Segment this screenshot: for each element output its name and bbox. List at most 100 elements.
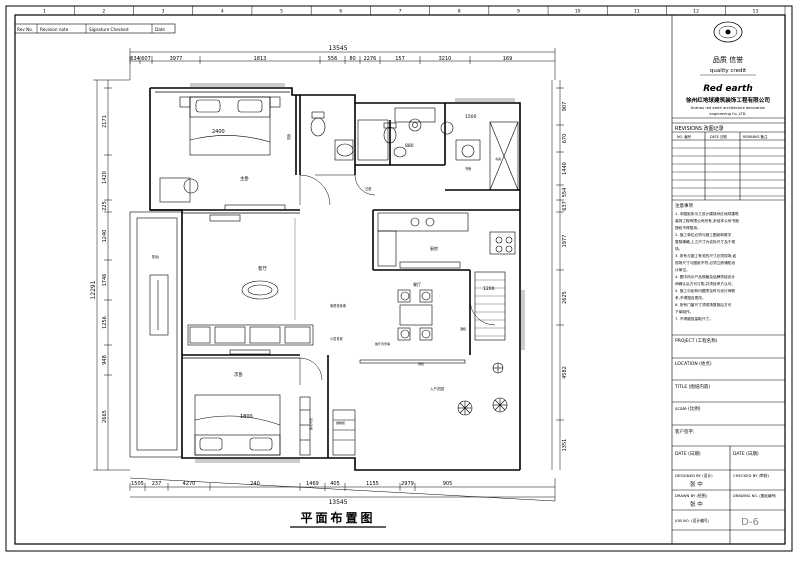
- top-dim: 556: [328, 56, 338, 62]
- drawing-title: 平面布置图: [300, 510, 375, 525]
- note-line: 复核精确,上之尺寸为实际尺寸及于现: [675, 239, 735, 244]
- room-label-dining-bg: 餐厅背景墙: [375, 341, 390, 346]
- bottom-dim: 4270: [183, 481, 196, 487]
- rev-col-0: Rev No.: [17, 27, 33, 32]
- room-label-wine: 酒柜: [460, 326, 466, 331]
- note-line: 现场尺寸与图纸不符,必须立即通知设: [675, 260, 735, 265]
- room-label-cabinet: 储物柜: [336, 420, 345, 425]
- frame-number: 1: [43, 9, 46, 15]
- note-line: 计单位。: [675, 267, 690, 272]
- note-line: 2. 施工单位必须与施工图纸和数字: [675, 232, 732, 237]
- note-line: 场。: [675, 246, 682, 251]
- bottom-dim: 237: [152, 481, 162, 487]
- revision-header: Rev No. Revision note Signature Checked …: [14, 23, 176, 34]
- frame-number: 5: [280, 9, 283, 15]
- company-cn: 徐州红地球建筑装饰工程有限公司: [685, 96, 770, 104]
- living-furniture: [187, 214, 314, 355]
- revisions-title: REVISIONS 改图记录: [675, 125, 724, 132]
- balcony: [129, 211, 183, 458]
- top-dim: 607: [141, 56, 151, 62]
- right-dim: 637: [562, 201, 568, 211]
- bottom-total-dim: 13545: [328, 499, 347, 506]
- room-label-tv-bg: 电视背景墙: [330, 303, 347, 308]
- title-block-sections: [672, 199, 785, 544]
- room-dim-study: 1500: [465, 114, 477, 120]
- top-dim: 80: [349, 56, 355, 62]
- frame-number: 3: [162, 9, 165, 15]
- frame-number: 2: [102, 9, 105, 15]
- notes-title: 注意事项: [675, 202, 693, 209]
- room-label-wardrobe: 衣柜: [286, 133, 291, 140]
- kitchen-fixtures: [377, 212, 516, 269]
- bottom-dim: 1505: [131, 481, 144, 487]
- frame-number: 8: [458, 9, 461, 15]
- left-dim: 1746: [102, 274, 108, 287]
- frame-number: 4: [221, 9, 224, 15]
- bottom-dim: 405: [330, 481, 340, 487]
- right-dim: 670: [562, 134, 568, 144]
- date1-label: DATE (日期): [675, 451, 701, 457]
- right-dim: 554: [562, 188, 568, 198]
- note-line: 5. 施工中如有问题须及时与设计师联: [675, 288, 735, 293]
- company-logo: [713, 21, 743, 43]
- rev-col-3: Date: [155, 27, 165, 32]
- room-label-master-bed: 主卧: [240, 175, 249, 182]
- room-dim-master-bed: 2400: [212, 129, 225, 135]
- frame-number: 11: [634, 9, 640, 15]
- note-line: 7. 不得缩放量取尺寸。: [675, 316, 713, 321]
- left-dim: 2665: [102, 410, 108, 423]
- top-dim: 2276: [364, 56, 377, 62]
- right-dim: 4582: [562, 366, 568, 379]
- note-line: 系,不得擅自更改。: [675, 295, 706, 300]
- note-line: 师确认后方可订购,并须经甲方认可。: [675, 281, 735, 286]
- bottom-dim: 1469: [306, 481, 319, 487]
- room-label-dining: 餐厅: [413, 281, 421, 287]
- customer-sign-label: 客户签字:: [675, 428, 695, 435]
- note-line: 4. 图中所示产品规格及品牌须经设计: [675, 274, 735, 279]
- top-dim: 169: [503, 56, 513, 62]
- bottom-dim: 2979: [401, 481, 414, 487]
- title-block-frame: [671, 14, 786, 545]
- outer-frame: [5, 5, 793, 552]
- drafter-name: 张 中: [690, 500, 703, 508]
- drawn-by-label: DRAWN BY (绘图): [675, 493, 708, 498]
- inner-frame: [14, 14, 786, 545]
- right-dim: 907: [562, 102, 568, 112]
- left-dim: 1240: [102, 230, 108, 243]
- second-bed-furniture: [194, 394, 356, 456]
- room-label-corridor: 过道: [365, 186, 372, 191]
- brand-cn: 品质 信誉: [713, 55, 743, 64]
- note-line: 1. 本图纸所示之设计属徐州红地球建筑: [675, 211, 739, 216]
- left-total-dim: 12291: [90, 280, 97, 299]
- room-dim-side: 1200: [483, 286, 495, 292]
- company-en-full-2: engineering Co.,LTD.: [709, 112, 746, 116]
- windows: [190, 83, 525, 463]
- checked-by-label: CHECKED BY (审核): [733, 473, 770, 478]
- room-label-study-desk: 书桌: [495, 156, 501, 161]
- frame-number: 6: [339, 9, 342, 15]
- company-en-full-1: Xuzhou red earth architecture decoration: [691, 106, 765, 110]
- top-dim: 157: [395, 56, 405, 62]
- bottom-dim: 240: [250, 481, 260, 487]
- scale-label: scale (比例): [675, 405, 701, 412]
- bottom-dim: 905: [443, 481, 453, 487]
- left-dim: 948: [102, 355, 108, 365]
- revision-rows: [672, 147, 785, 197]
- drawing-no-label: DRAWING NO. (图纸编号): [733, 493, 777, 498]
- study-furniture: [440, 121, 519, 191]
- right-dim: 1977: [562, 235, 568, 248]
- rev-col-remarks: REMARKS 备注: [743, 134, 768, 139]
- left-dim: 1256: [102, 316, 108, 329]
- top-dim: 3977: [170, 56, 183, 62]
- right-dim: 1351: [562, 439, 568, 452]
- company-en: Red earth: [703, 84, 753, 94]
- top-dim: 3210: [439, 56, 452, 62]
- wine-cabinet-hatch: [475, 279, 505, 337]
- note-line: 下单制作。: [675, 309, 693, 314]
- note-line: 装饰工程有限公司所有,未经本公司书面: [675, 218, 739, 223]
- left-dim: 1420: [102, 171, 108, 184]
